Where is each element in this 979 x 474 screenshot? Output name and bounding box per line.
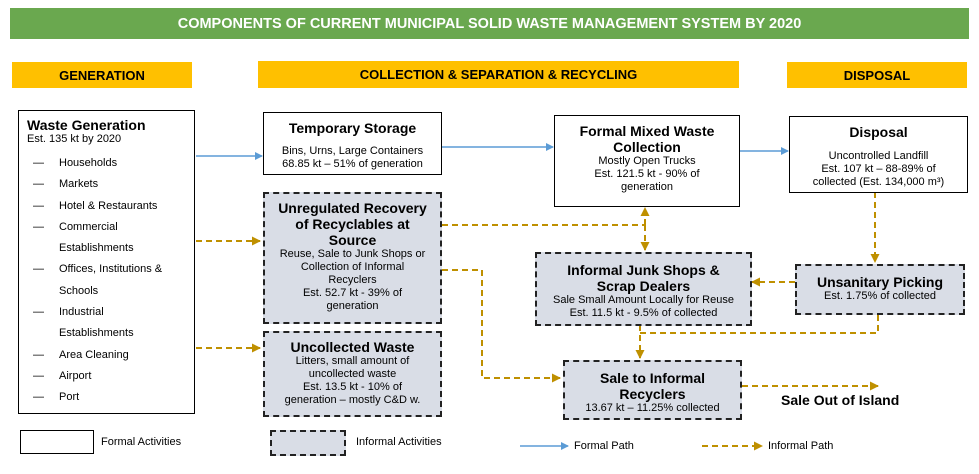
temporary-storage-box: Temporary Storage Bins, Urns, Large Cont… — [263, 112, 442, 175]
informal-recyclers-line1: 13.67 kt – 11.25% collected — [585, 402, 720, 414]
sale-out-of-island-label: Sale Out of Island — [781, 392, 900, 408]
dash-bullet: — — [33, 263, 44, 276]
waste-source-label: Hotel & Restaurants — [59, 199, 158, 212]
waste-generation-title: Waste Generation — [27, 117, 146, 133]
formal-collection-title-2: Collection — [613, 139, 681, 155]
dash-bullet: — — [33, 348, 44, 361]
unregulated-recovery-title-1: Unregulated Recovery — [278, 200, 427, 216]
dash-bullet: — — [33, 369, 44, 382]
waste-source-label: Industrial — [59, 306, 104, 319]
dash-bullet — [27, 281, 59, 302]
unsanitary-picking-line1: Est. 1.75% of collected — [824, 290, 936, 302]
dash-bullet: — — [33, 178, 44, 191]
unregulated-recovery-line3: Recyclers — [328, 274, 377, 286]
uncollected-line4: generation – mostly C&D w. — [284, 394, 421, 406]
legend-informal-swatch — [270, 430, 346, 456]
uncollected-line2: uncollected waste — [308, 368, 397, 380]
legend-informal-activities: Informal Activities — [356, 436, 442, 448]
waste-source-item: — Hotel & Restaurants — [27, 196, 186, 217]
header-generation: GENERATION — [12, 62, 192, 88]
header-disposal: DISPOSAL — [787, 62, 967, 88]
informal-path-picking-to-recyclers — [640, 315, 879, 334]
dash-bullet: — — [33, 157, 44, 169]
waste-source-item: — Commercial — [27, 217, 186, 238]
waste-source-item: Establishments — [27, 238, 186, 259]
diagram-title: COMPONENTS OF CURRENT MUNICIPAL SOLID WA… — [10, 8, 969, 39]
formal-collection-line1: Mostly Open Trucks — [598, 155, 696, 167]
formal-collection-title-1: Formal Mixed Waste — [579, 123, 715, 139]
formal-collection-box: Formal Mixed Waste Collection Mostly Ope… — [554, 115, 740, 207]
temporary-storage-title: Temporary Storage — [288, 120, 417, 136]
temporary-storage-line1: Bins, Urns, Large Containers — [281, 145, 424, 157]
waste-source-label: Commercial — [59, 220, 118, 233]
disposal-line1: Uncontrolled Landfill — [828, 150, 929, 162]
formal-collection-line2: Est. 121.5 kt - 90% of — [594, 168, 700, 180]
header-collection: COLLECTION & SEPARATION & RECYCLING — [258, 61, 739, 88]
informal-recyclers-title-1: Sale to Informal — [599, 370, 706, 386]
waste-source-label: Establishments — [59, 327, 134, 340]
waste-source-item: — Area Cleaning — [27, 345, 186, 366]
formal-collection-line3: generation — [621, 181, 673, 193]
dash-bullet — [27, 238, 59, 259]
legend-formal-activities: Formal Activities — [101, 436, 182, 448]
waste-source-item: Schools — [27, 281, 186, 302]
informal-recyclers-box: Sale to Informal Recyclers 13.67 kt – 11… — [563, 360, 742, 420]
uncollected-waste-box: Uncollected Waste Litters, small amount … — [263, 331, 442, 417]
waste-generation-subtitle: Est. 135 kt by 2020 — [27, 133, 122, 145]
legend-formal-swatch — [20, 430, 94, 454]
temporary-storage-line2: 68.85 kt – 51% of generation — [282, 158, 423, 170]
unregulated-recovery-title-3: Source — [328, 232, 377, 248]
unregulated-recovery-line5: generation — [326, 300, 379, 312]
waste-generation-box: Waste Generation Est. 135 kt by 2020 — Ho… — [18, 110, 195, 414]
unregulated-recovery-line4: Est. 52.7 kt - 39% of — [302, 287, 403, 299]
waste-source-item: Establishments — [27, 323, 186, 344]
unsanitary-picking-box: Unsanitary Picking Est. 1.75% of collect… — [795, 264, 965, 315]
junk-shops-line2: Est. 11.5 kt - 9.5% of collected — [569, 307, 718, 319]
waste-source-label: Establishments — [59, 242, 134, 255]
waste-source-item: — Households — [27, 153, 186, 174]
waste-source-item: — Industrial — [27, 302, 186, 323]
disposal-line3: collected (Est. 134,000 m³) — [812, 176, 945, 188]
junk-shops-line1: Sale Small Amount Locally for Reuse — [553, 294, 734, 306]
dash-bullet: — — [33, 199, 44, 212]
uncollected-waste-title: Uncollected Waste — [290, 339, 415, 355]
dash-bullet: — — [33, 391, 44, 404]
uncollected-line1: Litters, small amount of — [295, 355, 410, 367]
junk-shops-title-2: Scrap Dealers — [596, 278, 691, 294]
waste-source-label: Households — [59, 157, 118, 169]
waste-source-label: Area Cleaning — [59, 348, 129, 361]
unregulated-recovery-line2: Collection of Informal — [300, 261, 405, 273]
waste-source-item: — Airport — [27, 366, 186, 387]
dash-bullet: — — [33, 306, 44, 319]
unregulated-recovery-title-2: of Recyclables at — [295, 216, 410, 232]
waste-source-item: — Offices, Institutions & — [27, 259, 186, 280]
waste-source-label: Markets — [59, 178, 99, 191]
waste-source-label: Offices, Institutions & — [59, 263, 163, 276]
uncollected-line3: Est. 13.5 kt - 10% of — [302, 381, 403, 393]
waste-source-item: — Port — [27, 387, 186, 408]
waste-source-item: — Markets — [27, 174, 186, 195]
informal-recyclers-title-2: Recyclers — [619, 386, 686, 402]
dash-bullet — [27, 323, 59, 344]
waste-source-label: Schools — [59, 284, 99, 297]
disposal-line2: Est. 107 kt – 88-89% of — [821, 163, 936, 175]
waste-source-label: Airport — [59, 369, 92, 382]
informal-path-recovery-to-recyclers — [442, 269, 561, 383]
legend-informal-path: Informal Path — [768, 440, 834, 452]
junk-shops-box: Informal Junk Shops & Scrap Dealers Sale… — [535, 252, 752, 326]
junk-shops-title-1: Informal Junk Shops & — [567, 262, 720, 278]
disposal-box: Disposal Uncontrolled Landfill Est. 107 … — [789, 116, 968, 193]
legend-formal-path: Formal Path — [574, 440, 634, 452]
unsanitary-picking-title: Unsanitary Picking — [816, 274, 944, 290]
disposal-title: Disposal — [849, 124, 908, 140]
unregulated-recovery-box: Unregulated Recovery of Recyclables at S… — [263, 192, 442, 324]
unregulated-recovery-line1: Reuse, Sale to Junk Shops or — [279, 248, 426, 260]
waste-source-label: Port — [59, 391, 80, 404]
dash-bullet: — — [33, 220, 44, 233]
waste-source-list: —Households—Markets—Hotel & Restaurants—… — [27, 153, 186, 409]
